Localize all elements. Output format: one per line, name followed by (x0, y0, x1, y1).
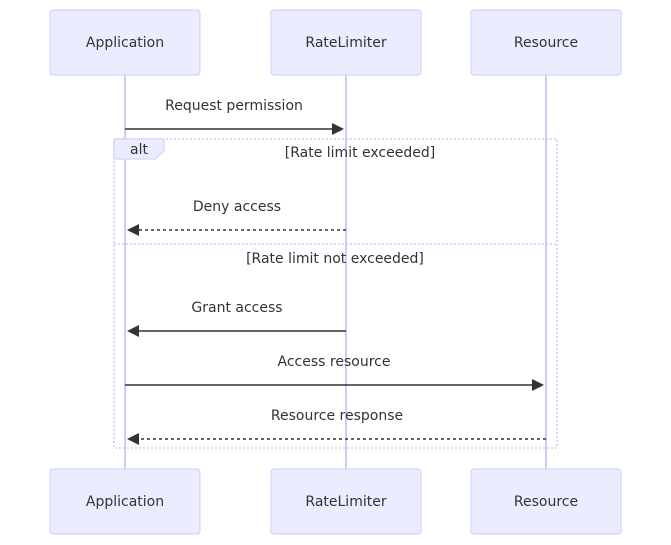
actor-label: Application (86, 35, 164, 51)
actor-resource-bottom: Resource (470, 468, 622, 535)
message-label: Grant access (191, 300, 282, 316)
actor-label: Resource (514, 494, 578, 510)
alt-label: alt (130, 142, 148, 158)
actor-label: Resource (514, 35, 578, 51)
message-grant-access: Grant access (127, 300, 346, 337)
alt-block: alt [Rate limit exceeded] [Rate limit no… (113, 138, 558, 449)
actor-application-bottom: Application (49, 468, 201, 535)
actor-label: RateLimiter (305, 35, 386, 51)
message-resource-response: Resource response (127, 408, 546, 445)
actor-resource-top: Resource (470, 9, 622, 76)
message-request-permission: Request permission (125, 98, 344, 135)
alt-frame (113, 138, 558, 449)
alt-label-box (113, 138, 165, 160)
actor-ratelimiter-bottom: RateLimiter (270, 468, 422, 535)
alt-condition-exceeded: [Rate limit exceeded] (285, 145, 435, 161)
message-label: Request permission (165, 98, 303, 114)
alt-condition-not-exceeded: [Rate limit not exceeded] (246, 251, 424, 267)
actor-label: Application (86, 494, 164, 510)
message-deny-access: Deny access (127, 199, 346, 236)
actor-label: RateLimiter (305, 494, 386, 510)
message-access-resource: Access resource (125, 354, 544, 391)
message-label: Deny access (193, 199, 281, 215)
message-label: Resource response (271, 408, 403, 424)
message-label: Access resource (278, 354, 391, 370)
actor-application-top: Application (49, 9, 201, 76)
actor-ratelimiter-top: RateLimiter (270, 9, 422, 76)
